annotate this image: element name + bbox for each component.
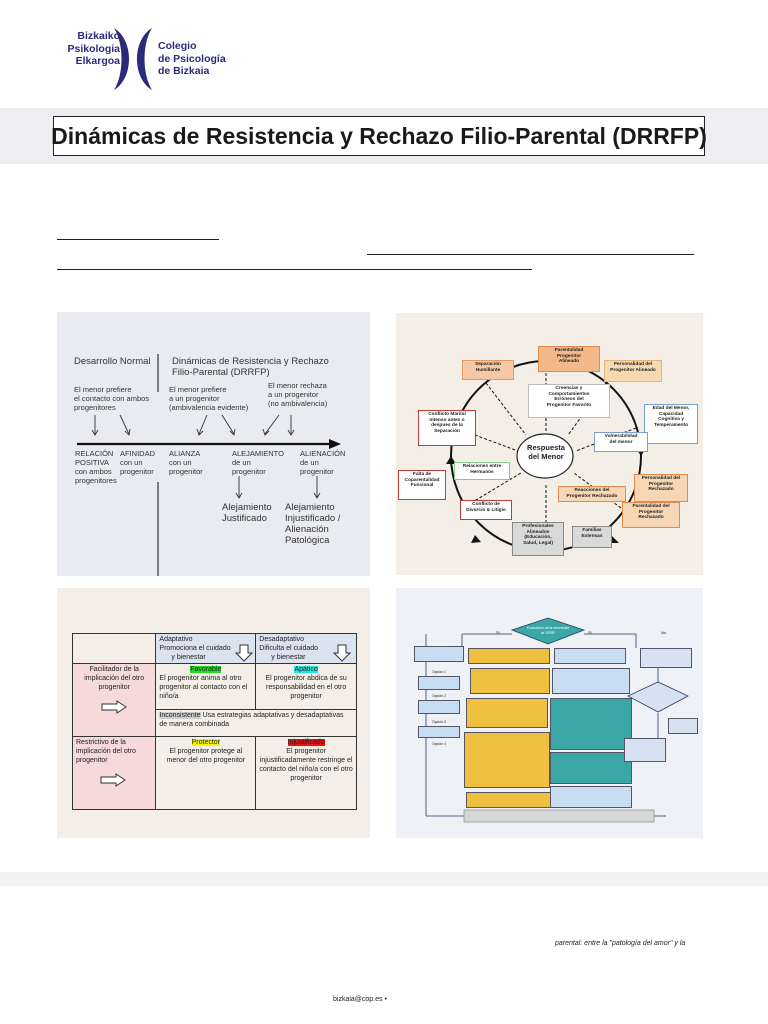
flow-box [414,646,464,662]
parenting-styles-table: Adaptativo Promociona el cuidado y biene… [71,633,357,810]
right-arrow-icon [101,700,128,714]
flowchart-lines [425,617,689,823]
cell-favorable: Favorable El progenitor anima al otro pr… [155,663,257,710]
flow-box [466,698,548,728]
row-facilitator: Facilitador de la implicación del otro p… [71,663,157,737]
label-yes: Si [496,630,500,635]
flow-box [668,718,698,734]
cell-inconsistent: Inconsistente Usa estrategias adaptativa… [155,709,357,737]
label-option-4: Opción 4 [432,742,447,746]
flow-box [550,698,632,750]
flow-box [550,786,632,808]
down-arrow-icon [333,644,351,662]
logo-mark-icon [114,28,152,90]
flow-box [470,668,550,694]
flow-box [418,726,460,738]
flow-box [550,752,632,784]
flow-box [418,676,460,690]
figure-parenting-table: Adaptativo Promociona el cuidado y biene… [57,588,370,838]
flow-box [624,738,666,762]
heading-drrfp: Dinámicas de Resistencia y Rechazo Filio… [172,356,329,378]
label-option-1: Opción 1 [432,670,447,674]
title-box: Dinámicas de Resistencia y Rechazo Filio… [51,116,707,156]
flow-box [468,648,550,664]
flow-box [464,732,550,788]
col-adaptive: Adaptativo Promociona el cuidado y biene… [155,633,257,664]
flow-box [552,668,630,694]
cell-apathetic: Apático El progenitor abdica de su respo… [255,663,357,710]
logo-text-spanish: Colegio de Psicología de Bizkaia [158,40,226,77]
row-restrictive: Restrictivo de la implicación del otro p… [71,736,157,810]
rule-3 [57,269,532,270]
rule-1 [57,239,219,240]
circle-diagram [446,360,646,552]
timeline-lines [77,354,341,576]
flow-box [466,792,552,808]
logo-text-basque: Bizkaiko Psikologia Elkargoa [67,30,120,67]
cell-unjustified: Injustificado El progenitor injustificad… [255,736,357,810]
flow-box [640,648,692,668]
cell-protective: Protector El progenitor protege al menor… [155,736,257,810]
contact-email[interactable]: bizkaia@cop.es • [333,996,387,1003]
empty-header-cell [71,633,157,664]
label-option-2: Opción 2 [432,694,447,698]
label-option-3: Opción 3 [432,720,447,724]
label-yes: Si [588,630,592,635]
heading-normal: Desarrollo Normal [74,356,151,367]
footer-band [0,872,768,886]
flow-box [554,648,626,664]
figure-development-timeline: Desarrollo Normal Dinámicas de Resistenc… [57,312,370,576]
down-arrow-icon [235,644,253,662]
rule-2 [367,254,694,255]
right-arrow-icon [100,773,126,787]
flow-box [418,700,460,714]
caption-text: parental: entre la "patología del amor" … [555,940,686,947]
page-title: Dinámicas de Resistencia y Rechazo Filio… [51,122,707,149]
label-no: No [661,630,667,635]
